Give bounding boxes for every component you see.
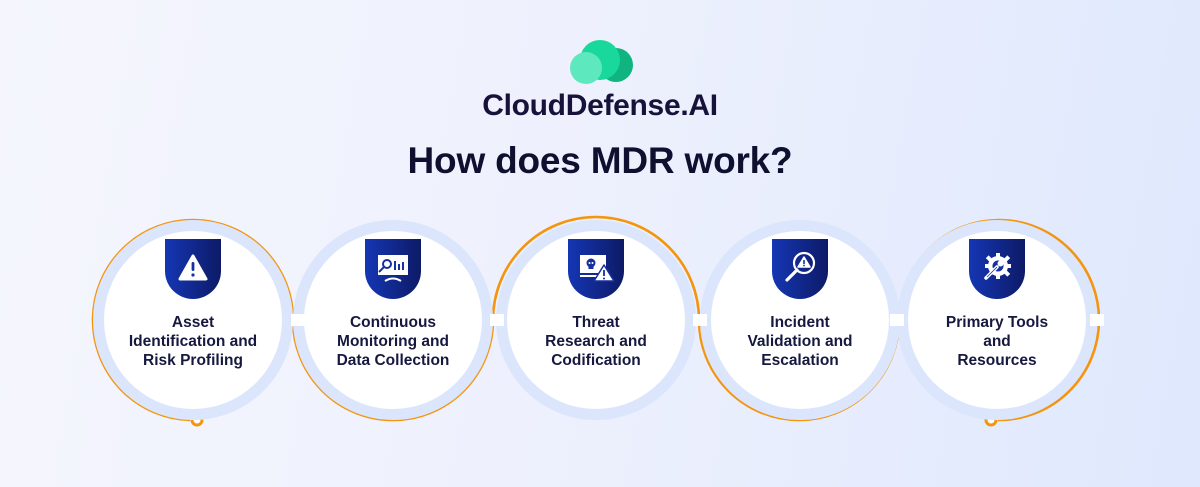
step-label-line: Codification	[551, 352, 641, 369]
monitor-analytics-icon	[365, 239, 421, 299]
step-label-line: Risk Profiling	[143, 352, 243, 369]
flow-arc-3	[491, 215, 701, 321]
cloud-logo-icon	[570, 40, 633, 84]
step-label-line: Data Collection	[336, 352, 450, 369]
step-label-line: Validation and	[747, 333, 853, 350]
step-label-line: Incident	[770, 314, 830, 331]
magnifier-warning-icon	[772, 239, 828, 299]
page-title: How does MDR work?	[407, 140, 793, 181]
gear-wrench-icon	[969, 239, 1025, 299]
connector-node	[890, 314, 904, 326]
step-label-line: Continuous	[349, 314, 437, 331]
connector-node	[693, 314, 707, 326]
step-label-line: Resources	[957, 352, 1037, 369]
connector-node	[1090, 314, 1104, 326]
step-label-line: Identification and	[128, 333, 258, 350]
warning-triangle-icon	[165, 239, 221, 299]
step-label-line: Research and	[545, 333, 647, 350]
connector-node	[291, 314, 305, 326]
step-label-line: Asset	[171, 314, 215, 331]
skull-monitor-warning-icon	[568, 239, 624, 299]
step-label-line: Primary Tools	[945, 314, 1049, 331]
connector-node	[490, 314, 504, 326]
step-label-line: Monitoring and	[337, 333, 449, 350]
brand-name: CloudDefense.AI	[482, 89, 718, 122]
step-label-line: and	[983, 333, 1011, 350]
step-label-line: Threat	[572, 314, 620, 331]
step-label-line: Escalation	[761, 352, 839, 369]
